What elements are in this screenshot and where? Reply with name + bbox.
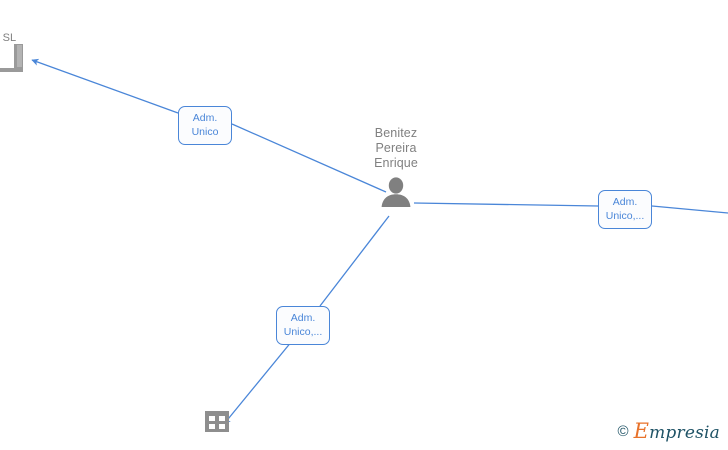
copyright-icon: © <box>617 423 629 440</box>
edge-label-adm-unico-bottom[interactable]: Adm. Unico,... <box>276 306 330 345</box>
node-person-label: Benitez Pereira Enrique <box>374 126 418 170</box>
watermark-brand-initial: E <box>633 419 650 443</box>
node-person-benitez-pereira-enrique[interactable]: Benitez Pereira Enrique <box>340 126 452 207</box>
node-company-bottom[interactable] <box>194 410 240 437</box>
edge-label-adm-unico-left[interactable]: Adm. Unico <box>178 106 232 145</box>
edge-person-to-company-left[interactable] <box>31 58 387 193</box>
company-building-icon <box>0 44 23 72</box>
node-company-top-left[interactable]: OR ION SL <box>0 20 30 77</box>
watermark-brand-rest: mpresia <box>649 423 720 443</box>
person-icon <box>381 177 411 207</box>
company-building-icon <box>205 411 229 432</box>
edge-person-to-right[interactable] <box>413 202 728 214</box>
watermark-brand-text: Empresia <box>634 421 720 442</box>
edge-label-adm-unico-right[interactable]: Adm. Unico,... <box>598 190 652 229</box>
edge-person-to-company-bottom[interactable] <box>223 215 390 425</box>
watermark-empresia: © Empresia <box>618 421 720 442</box>
node-company-top-left-label: OR ION SL <box>2 32 17 44</box>
